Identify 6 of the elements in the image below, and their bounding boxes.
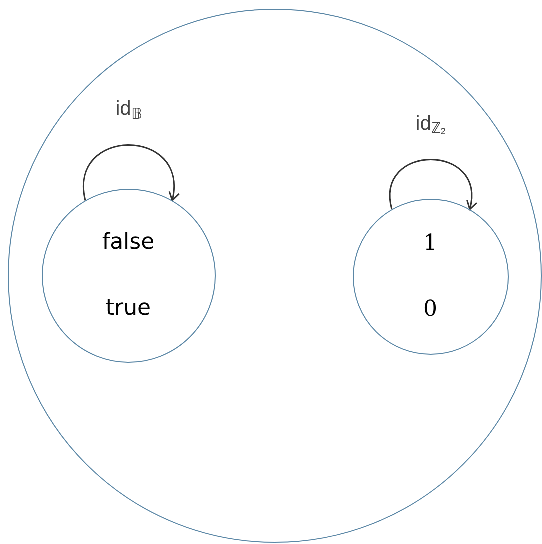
node-text: 0 [424,298,438,320]
loop-arrow [83,144,180,202]
node-text: 1 [424,232,438,254]
loop-arrow [389,159,477,210]
node-text: false [102,232,155,254]
node-text: true [106,298,152,320]
